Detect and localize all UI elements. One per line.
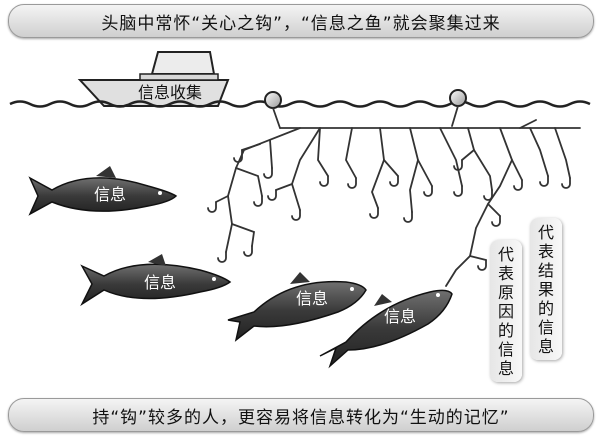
result-info-label: 代 表 结 果 的 信 息: [530, 218, 562, 360]
ship: 信息收集: [80, 52, 228, 106]
cause-char: 代: [498, 245, 514, 264]
cause-char: 因: [498, 302, 514, 321]
ship-label: 信息收集: [138, 83, 202, 102]
bottom-caption: 持“钩”较多的人，更容易将信息转化为“生动的记忆”: [92, 403, 509, 428]
cause-char: 的: [498, 321, 514, 340]
result-char: 息: [538, 337, 554, 356]
fish-label: 信息: [94, 185, 126, 204]
result-char: 果: [538, 280, 554, 299]
cause-char: 表: [498, 264, 514, 283]
result-char: 信: [538, 318, 554, 337]
result-char: 代: [538, 223, 554, 242]
float-buoy: [450, 90, 466, 106]
float-buoy: [265, 92, 281, 108]
result-char: 结: [538, 261, 554, 280]
cause-char: 信: [498, 340, 514, 359]
fishing-hooks: [216, 106, 580, 286]
cause-char: 息: [498, 359, 514, 378]
fish-label: 信息: [296, 289, 328, 308]
fish-label: 信息: [144, 273, 176, 292]
fish: 信息: [82, 254, 230, 304]
water-surface: [10, 102, 590, 107]
result-char: 的: [538, 299, 554, 318]
fish: 信息: [30, 166, 176, 214]
fish-label: 信息: [384, 307, 416, 326]
result-char: 表: [538, 242, 554, 261]
cause-info-label: 代 表 原 因 的 信 息: [490, 240, 522, 382]
cause-char: 原: [498, 283, 514, 302]
bottom-caption-banner: 持“钩”较多的人，更容易将信息转化为“生动的记忆”: [8, 398, 594, 432]
fish: 信息: [228, 272, 366, 340]
